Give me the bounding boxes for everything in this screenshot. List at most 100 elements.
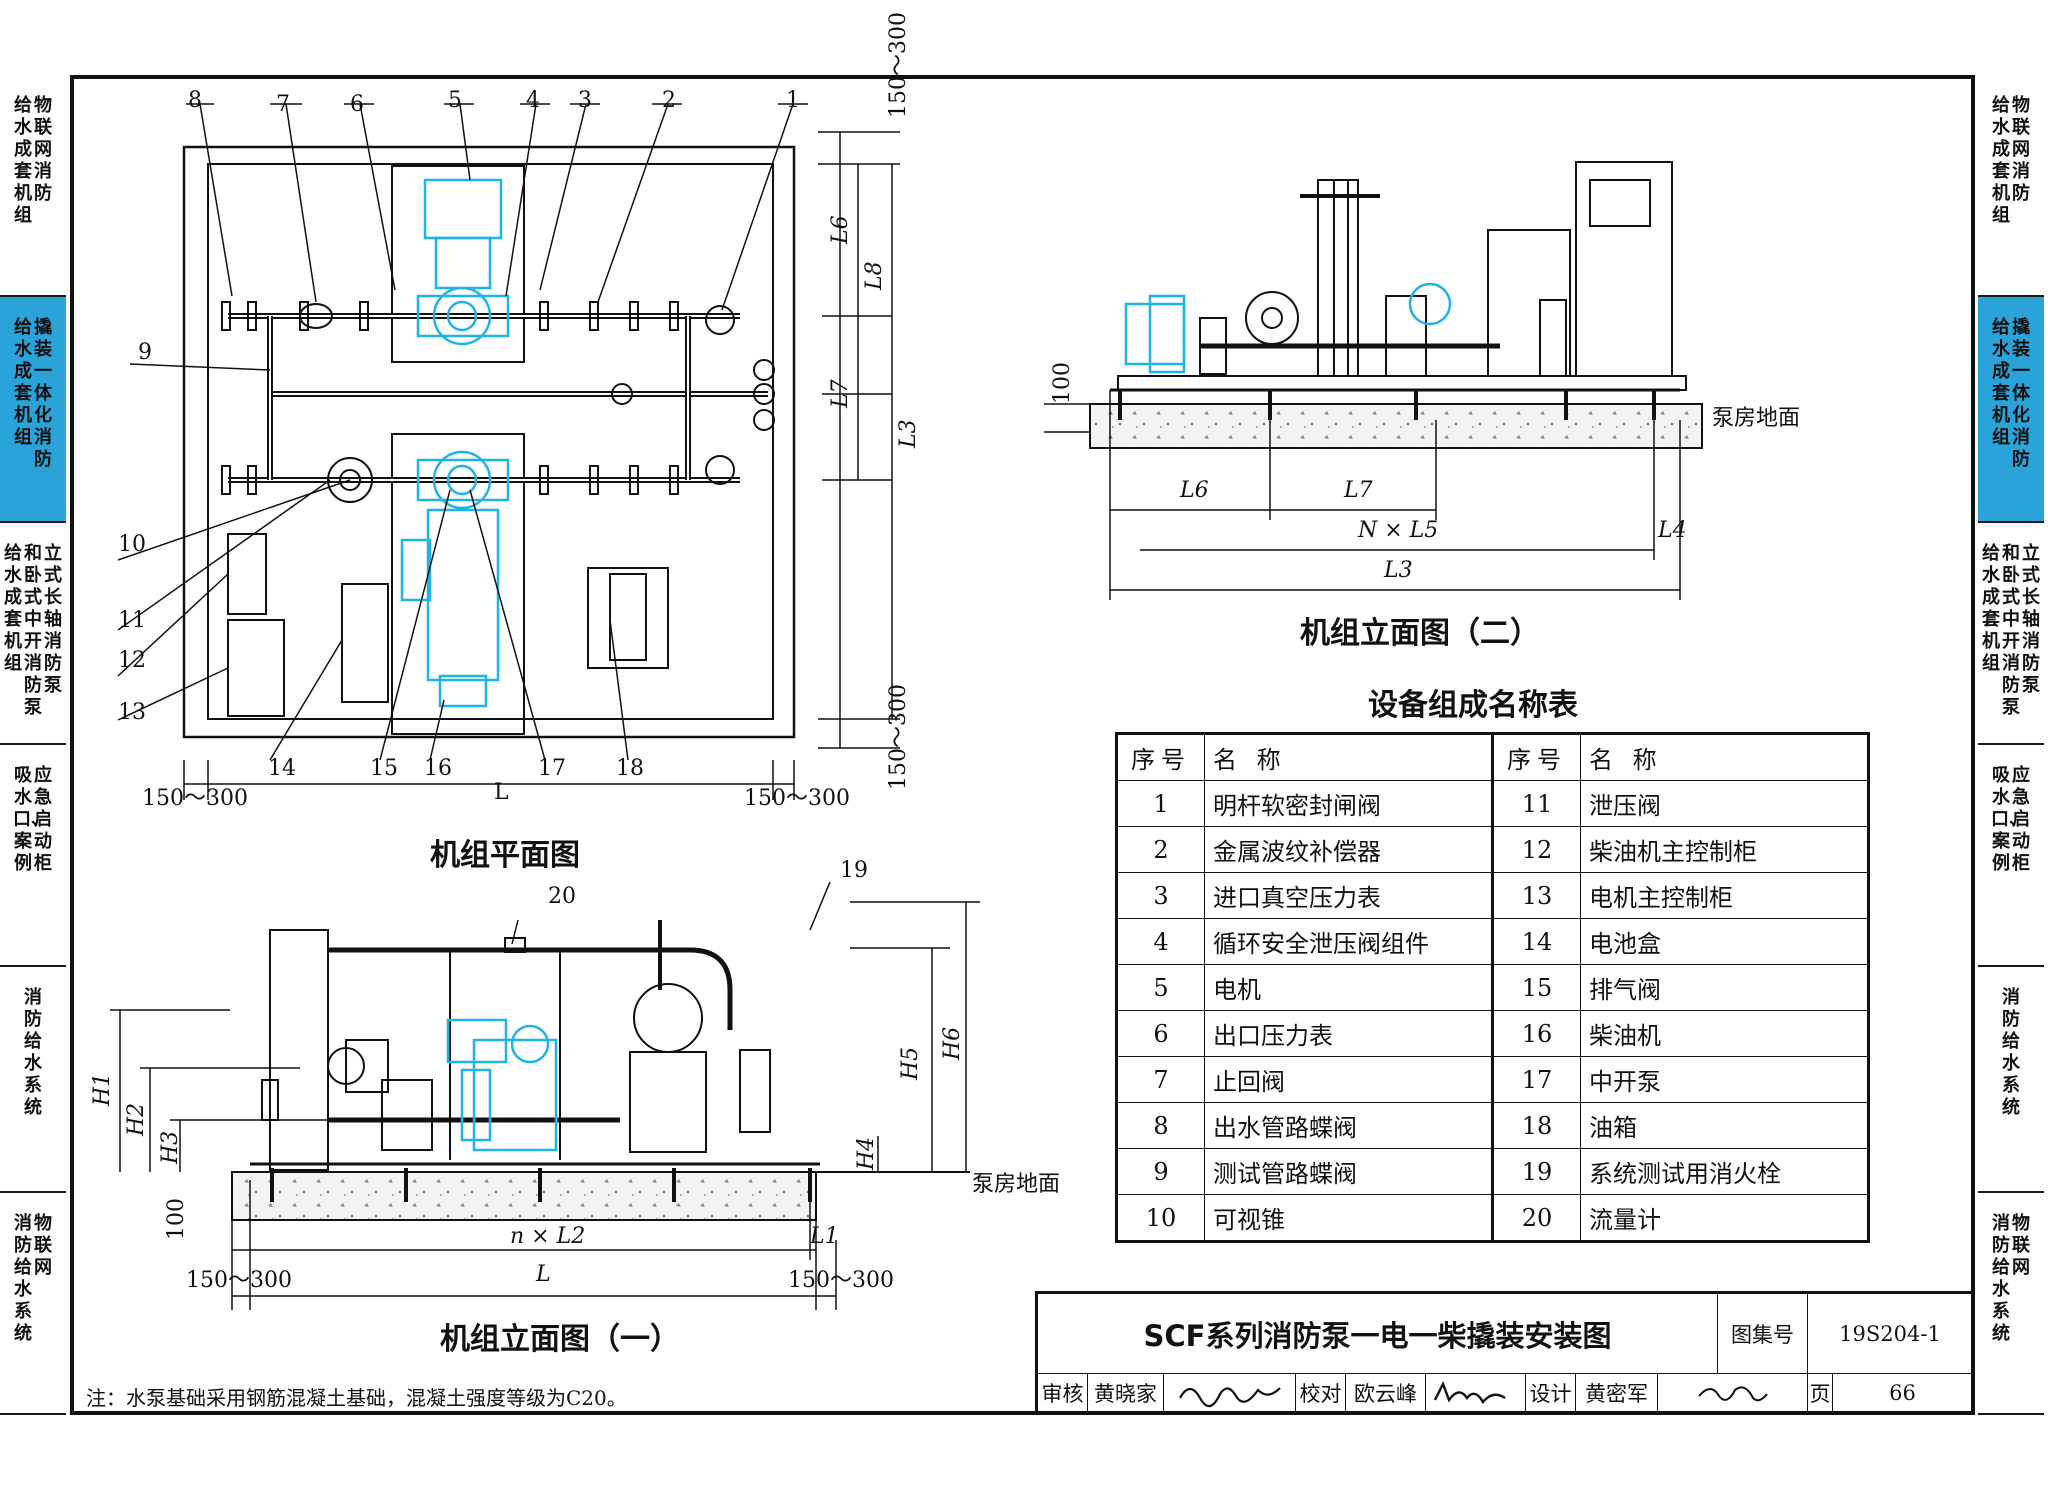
part-name: 止回阀 [1204, 1056, 1493, 1103]
part-number: 20 [1491, 1194, 1581, 1242]
title-block: SCF系列消防泵一电一柴撬装安装图 图集号 19S204-1 审核 黄晓家 校对… [1035, 1291, 1975, 1415]
callout-14: 14 [268, 756, 296, 781]
part-number: 10 [1116, 1194, 1205, 1242]
callout-10: 10 [118, 532, 146, 557]
callout-17: 17 [538, 756, 566, 781]
part-number: 7 [1116, 1056, 1205, 1103]
part-number: 17 [1491, 1056, 1581, 1103]
elev1-diesel-engine [446, 1018, 558, 1152]
check-label: 校对 [1296, 1374, 1346, 1412]
elev1-title: 机组立面图（一） [440, 1322, 680, 1357]
callout-9: 9 [138, 340, 152, 365]
callout-8: 8 [188, 88, 202, 113]
designer-name: 黄密军 [1576, 1374, 1658, 1412]
part-number: 3 [1116, 872, 1205, 919]
right-nav-tab-2[interactable]: 给水成套机组撬装一体化消防 [1978, 297, 2044, 523]
left-nav-tab-4[interactable]: 吸水口、案例应急启动柜 [0, 745, 66, 967]
elev2-dim-L6: L6 [1180, 478, 1209, 503]
part-name: 循环安全泄压阀组件 [1204, 918, 1493, 965]
designer-signature-scribble [1697, 1386, 1768, 1402]
header-no-right: 序号 [1491, 733, 1581, 781]
part-name: 流量计 [1580, 1194, 1869, 1242]
elev2-dim-L3: L3 [1384, 558, 1413, 583]
callout-2: 2 [662, 88, 676, 113]
part-number: 12 [1491, 826, 1581, 873]
reviewer-signature [1164, 1374, 1296, 1412]
plan-dim-L: L [494, 780, 509, 805]
plan-equipment [400, 178, 510, 708]
plan-dim-L8: L8 [862, 261, 887, 290]
part-name: 进口真空压力表 [1204, 872, 1493, 919]
elev1-control-cabinet [269, 929, 329, 1171]
plan-dim-left: 150～300 [142, 786, 248, 811]
part-name: 油箱 [1580, 1102, 1869, 1149]
right-nav-tab-6[interactable]: 消防给水系统物联网 [1978, 1193, 2044, 1415]
nav-tab-text: 消防给水系统 [14, 1213, 32, 1344]
elev2-dim-100: 100 [1050, 362, 1075, 404]
parts-table-title: 设备组成名称表 [1368, 688, 1578, 723]
nav-tab-text: 给水成套机组 [1992, 95, 2010, 226]
header-no-left: 序号 [1116, 733, 1205, 781]
part-name: 明杆软密封闸阀 [1204, 780, 1493, 827]
checker-signature-scribble [1433, 1381, 1506, 1405]
elev2-dim-L4: L4 [1658, 518, 1687, 543]
drawing-title: SCF系列消防泵一电一柴撬装安装图 [1038, 1294, 1718, 1374]
page-label: 页 [1809, 1382, 1831, 1406]
nav-tab-text: 立式长轴消防泵 [2022, 543, 2040, 696]
plan-dim-right-top: 150～300 [886, 12, 911, 118]
callout-12: 12 [118, 648, 146, 673]
nav-tab-text: 物联网 [34, 1213, 52, 1278]
elev2-cabinet-b [1575, 161, 1673, 377]
part-name: 出水管路蝶阀 [1204, 1102, 1493, 1149]
plan-dim-L7: L7 [828, 379, 853, 408]
part-name: 金属波纹补偿器 [1204, 826, 1493, 873]
nav-tab-text: 给水成套机组 [4, 543, 22, 674]
left-nav-tab-3[interactable]: 给水成套机组和卧式中开消防泵立式长轴消防泵 [0, 523, 66, 745]
nav-tab-text: 给水成套机组 [14, 317, 32, 448]
part-number: 8 [1116, 1102, 1205, 1149]
design-label: 设计 [1526, 1374, 1576, 1412]
page-number: 66 [1832, 1374, 1972, 1412]
callout-7: 7 [276, 92, 290, 117]
left-nav-tab-1[interactable]: 给水成套机组物联网消防 [0, 75, 66, 297]
nav-tab-text: 给水成套机组 [1992, 317, 2010, 448]
checker-signature [1426, 1374, 1526, 1412]
motor-shape [423, 178, 503, 240]
atlas-number: 19S204-1 [1808, 1294, 1972, 1374]
left-nav-tab-2[interactable]: 给水成套机组撬装一体化消防 [0, 297, 66, 523]
elev1-dim-L1: L1 [810, 1224, 839, 1249]
elev1-H2: H2 [124, 1102, 149, 1136]
right-nav-tab-5[interactable]: 消防给水系统 [1978, 967, 2044, 1193]
nav-tab-text: 应急启动柜 [34, 765, 52, 874]
part-number: 1 [1116, 780, 1205, 827]
callout-4: 4 [526, 88, 540, 113]
part-number: 18 [1491, 1102, 1581, 1149]
nav-tab-text: 撬装一体化消防 [2012, 317, 2030, 470]
right-nav-tab-1[interactable]: 给水成套机组物联网消防 [1978, 75, 2044, 297]
parts-table-header: 序号 名 称 序号 名 称 [1116, 733, 1869, 781]
atlas-label: 图集号 [1718, 1294, 1808, 1374]
elev1-H3: H3 [158, 1130, 183, 1164]
part-name: 测试管路蝶阀 [1204, 1148, 1493, 1195]
left-nav-tab-5[interactable]: 消防给水系统 [0, 967, 66, 1193]
right-nav-tab-4[interactable]: 吸水口、案例应急启动柜 [1978, 745, 2044, 967]
plan-dim-L6: L6 [828, 215, 853, 244]
diesel-frame [391, 433, 525, 735]
right-nav-tab-3[interactable]: 给水成套机组和卧式中开消防泵立式长轴消防泵 [1978, 523, 2044, 745]
callout-20: 20 [548, 884, 576, 909]
nav-tab-text: 给水成套机组 [1982, 543, 2000, 674]
part-number: 6 [1116, 1010, 1205, 1057]
callout-13: 13 [118, 700, 146, 725]
part-number: 15 [1491, 964, 1581, 1011]
plan-view [182, 145, 796, 739]
part-name: 电池盒 [1580, 918, 1869, 965]
elev2-title: 机组立面图（二） [1300, 616, 1540, 651]
callout-18: 18 [616, 756, 644, 781]
left-nav-tab-6[interactable]: 消防给水系统物联网 [0, 1193, 66, 1415]
